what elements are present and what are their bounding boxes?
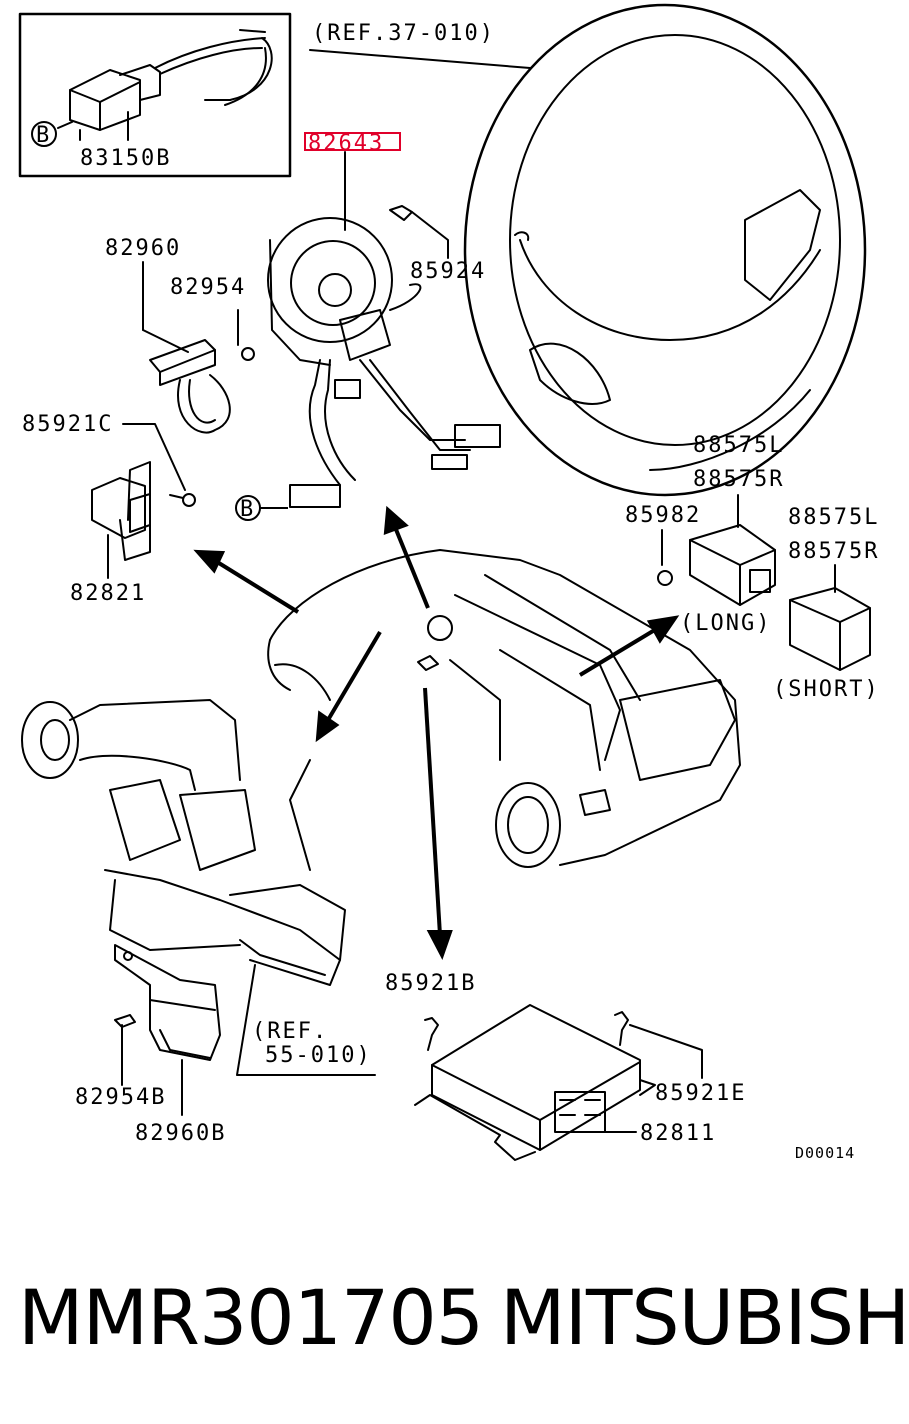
label-88575r-1: 88575R xyxy=(693,467,784,492)
engine-block-drawing xyxy=(21,699,346,986)
location-arrows xyxy=(193,505,680,961)
label-85921c: 85921C xyxy=(22,412,113,437)
label-long: (LONG) xyxy=(680,611,771,636)
bracket-82960-drawing xyxy=(149,339,231,434)
parts-diagram: (REF.37-010) 82643 B 83150B 85924 82960 … xyxy=(18,3,880,1162)
srs-ecu-82811-drawing xyxy=(414,1004,656,1161)
label-82960b: 82960B xyxy=(135,1121,226,1146)
label-83150b: 83150B xyxy=(80,146,171,171)
highlight-box-82643 xyxy=(304,132,401,151)
label-88575l-1: 88575L xyxy=(693,433,784,458)
module-88575-short-drawing xyxy=(789,587,871,671)
label-short: (SHORT) xyxy=(773,677,880,702)
callout-labels: (REF.37-010) 82643 B 83150B 85924 82960 … xyxy=(22,21,880,1162)
inset-box xyxy=(18,12,292,178)
sensor-82821-drawing xyxy=(91,461,151,561)
label-85982: 85982 xyxy=(625,503,701,528)
drawing-code: D00014 xyxy=(795,1144,855,1162)
label-ref-55-010-line1: (REF. xyxy=(252,1019,328,1044)
label-85921e: 85921E xyxy=(655,1081,746,1106)
label-82960: 82960 xyxy=(105,236,181,261)
b-marker-circle-1 xyxy=(31,121,57,147)
part-number: MMR301705 xyxy=(18,1273,484,1362)
label-82821: 82821 xyxy=(70,581,146,606)
brand-name: MITSUBISHI xyxy=(500,1273,909,1362)
steering-wheel-drawing xyxy=(463,3,867,497)
b-marker-1: B xyxy=(36,123,49,148)
label-82954b: 82954B xyxy=(75,1085,166,1110)
label-82954: 82954 xyxy=(170,275,246,300)
b-marker-2: B xyxy=(240,497,253,522)
label-ref-37-010: (REF.37-010) xyxy=(312,21,495,46)
vehicle-body-drawing xyxy=(267,549,741,868)
label-ref-55-010-line2: 55-010) xyxy=(265,1043,372,1068)
label-82811: 82811 xyxy=(640,1121,716,1146)
label-82643: 82643 xyxy=(308,131,384,156)
label-88575r-2: 88575R xyxy=(788,539,879,564)
label-85921b: 85921B xyxy=(385,971,476,996)
bracket-82960b-drawing xyxy=(114,944,221,1061)
connector-83150b-drawing xyxy=(69,29,273,131)
label-88575l-2: 88575L xyxy=(788,505,879,530)
footer-caption: MMR301705 MITSUBISHI xyxy=(0,1255,909,1395)
module-88575-long-drawing xyxy=(689,524,776,606)
clock-spring-82643-drawing xyxy=(267,217,501,508)
label-85924: 85924 xyxy=(410,259,486,284)
